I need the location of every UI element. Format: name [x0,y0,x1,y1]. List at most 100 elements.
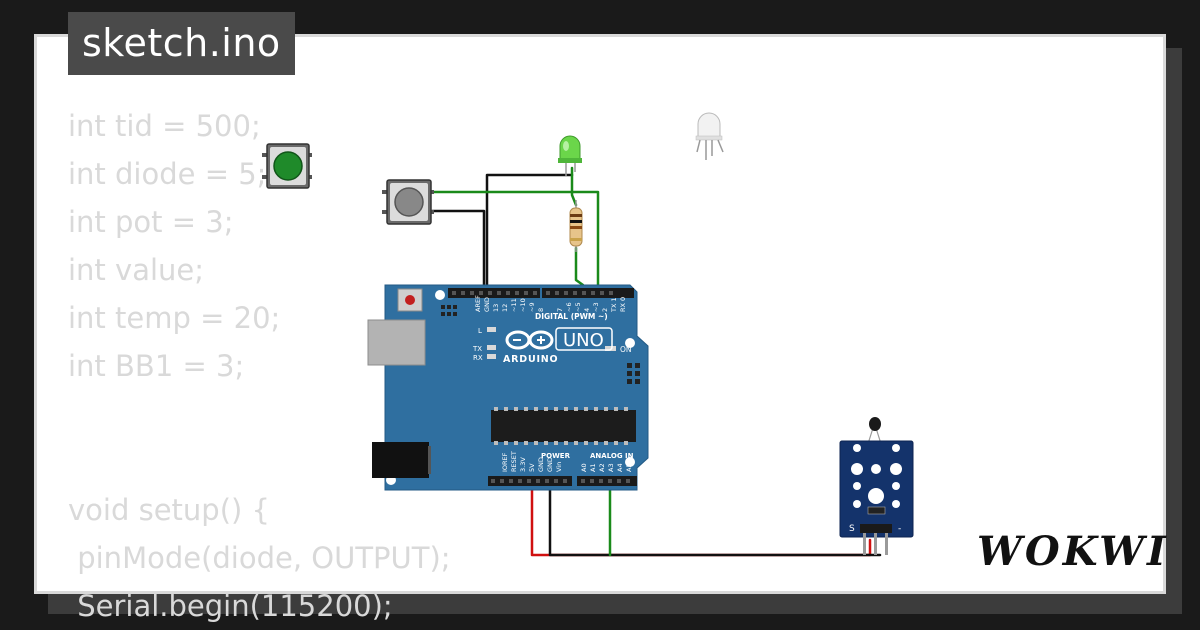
header-pin[interactable] [608,479,612,483]
code-line: int value; [68,253,205,287]
wire-button-green[interactable] [430,190,600,294]
wire-gnd-sensor[interactable] [548,482,882,557]
header-pin[interactable] [573,291,577,295]
header-pin[interactable] [518,479,522,483]
header-pin[interactable] [609,291,613,295]
header-pin[interactable] [533,291,537,295]
rx-led-label: RX [473,354,483,362]
sensor-pin-minus-label: - [898,524,901,534]
header-pin[interactable] [555,291,559,295]
header-pin[interactable] [452,291,456,295]
rgb-led[interactable] [695,112,724,160]
digital-pin-label: ~9 [528,302,536,312]
header-pin[interactable] [536,479,540,483]
chip-pin [534,407,538,411]
header-pin[interactable] [527,479,531,483]
header-pin[interactable] [554,479,558,483]
usb-port [367,319,426,366]
header-pin[interactable] [470,291,474,295]
ntc-temperature-sensor[interactable]: S - [839,417,914,555]
arduino-logo-icon [505,330,554,350]
thermistor [869,417,881,431]
digital-label: DIGITAL (PWM ~) [535,312,608,321]
chip-pin [584,407,588,411]
wire-5v[interactable] [530,482,872,557]
chip-pin [524,441,528,445]
chip-pin [554,407,558,411]
push-button-gray[interactable] [382,179,434,225]
chip-pin [514,441,518,445]
header-pin[interactable] [497,291,501,295]
header-pin[interactable] [545,479,549,483]
header-pin[interactable] [563,479,567,483]
chip-pin [604,407,608,411]
power-jack [372,442,429,478]
header-pin[interactable] [617,479,621,483]
mounting-hole [625,457,635,467]
header-pin[interactable] [546,291,550,295]
l-led-label: L [478,327,482,335]
push-button-green[interactable] [262,143,312,189]
sensor-pin-s-label: S [849,524,855,534]
resistor[interactable] [569,200,583,252]
header-pin[interactable] [581,479,585,483]
header-pin[interactable] [591,291,595,295]
chip-pin [514,407,518,411]
digital-pin-label: TX 1 [610,297,618,313]
wire-button-gnd[interactable] [430,209,486,294]
power-pin-label: 5V [528,463,536,472]
chip-pin [504,441,508,445]
chip-pin [544,441,548,445]
tx-led [487,345,496,350]
wire-led-resistor[interactable] [570,166,578,207]
header-pin[interactable] [590,479,594,483]
on-led [605,346,616,351]
tx-led-label: TX [472,345,482,353]
code-line: Serial.begin(115200); [68,589,393,623]
chip-pin [624,441,628,445]
header-pin[interactable] [582,291,586,295]
header-pin[interactable] [524,291,528,295]
analog-pin-label: A2 [598,463,606,472]
header-pin[interactable] [488,291,492,295]
chip-pin [564,407,568,411]
code-line: int pot = 3; [68,205,234,239]
digital-header-right [542,288,634,298]
header-pin[interactable] [626,479,630,483]
header-pin[interactable] [479,291,483,295]
code-line: int tid = 500; [68,109,261,143]
header-pin[interactable] [506,291,510,295]
header-pin[interactable] [500,479,504,483]
analog-header [577,476,637,486]
header-pin[interactable] [599,479,603,483]
wire-led-gnd[interactable] [485,173,574,294]
green-led[interactable] [558,135,582,176]
gray-button-cap[interactable] [394,187,424,217]
header-pin[interactable] [515,291,519,295]
header-pin[interactable] [491,479,495,483]
reset-button-cap[interactable] [405,295,415,305]
chip-pin [614,407,618,411]
header-pin[interactable] [600,291,604,295]
mounting-hole [435,290,445,300]
code-line: int diode = 5; [68,157,267,191]
header-pin[interactable] [509,479,513,483]
header-pin[interactable] [461,291,465,295]
sketch-filename-tab[interactable]: sketch.ino [68,12,295,75]
chip-pin [614,441,618,445]
digital-pin-label: 8 [537,308,545,312]
digital-pin-label: GND [483,297,491,312]
header-pin[interactable] [564,291,568,295]
digital-pin-label: 4 [583,308,591,312]
digital-pin-label: ~5 [574,302,582,312]
digital-pin-label: ~3 [592,302,600,312]
green-button-cap[interactable] [273,151,303,181]
power-pin-label: GND [537,457,545,472]
power-pin-label: 3.3V [519,457,527,472]
chip-pin [494,441,498,445]
digital-pin-label: ~6 [565,302,573,312]
chip-pin [504,407,508,411]
atmega-chip [491,410,636,442]
